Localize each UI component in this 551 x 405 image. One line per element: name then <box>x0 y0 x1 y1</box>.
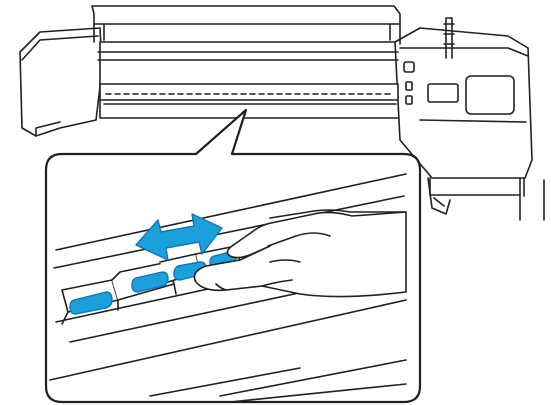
printer-maintenance-illustration <box>0 0 551 405</box>
